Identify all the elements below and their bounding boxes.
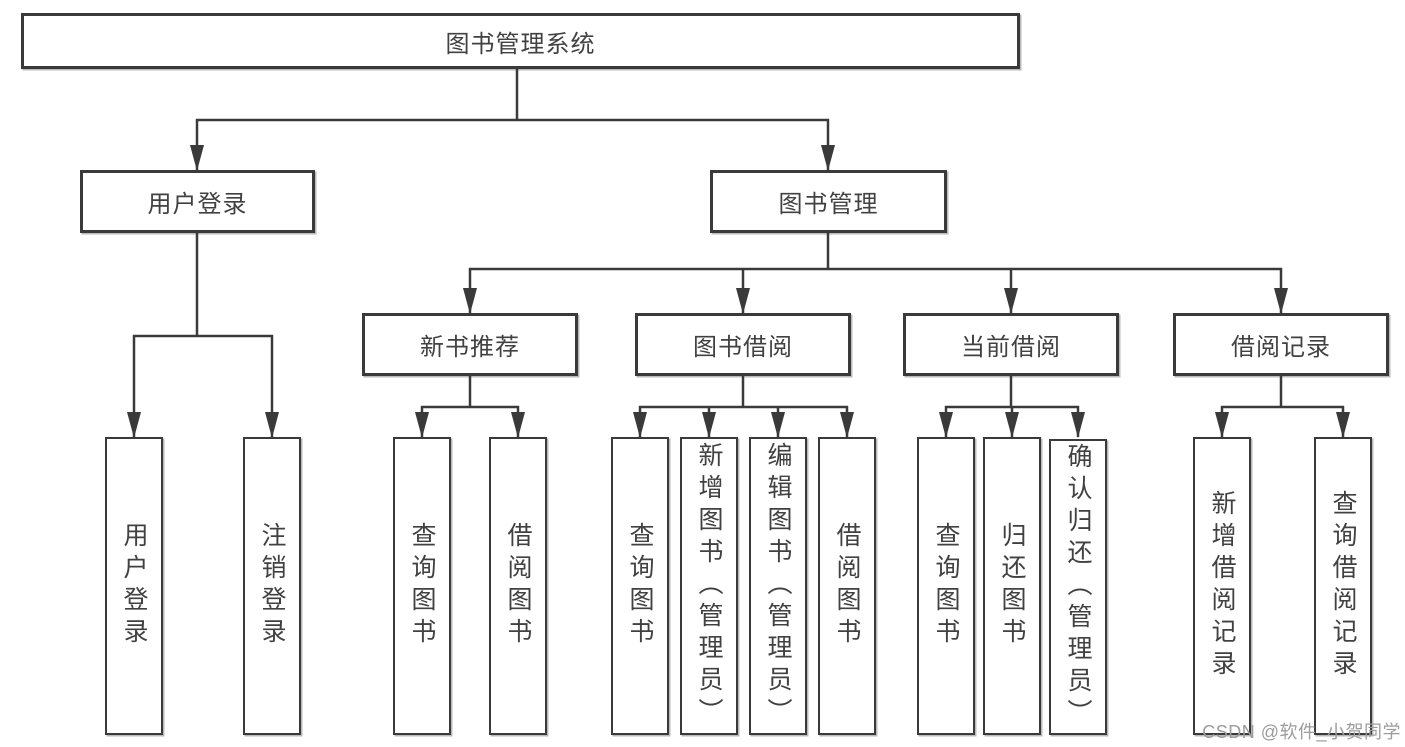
- node-label: 用户登录: [120, 522, 148, 650]
- node-label: 确认归还（管理员）: [1064, 443, 1092, 731]
- node-leaf-query-books-borrowing: 查询图书: [611, 437, 669, 735]
- node-current-borrowing: 当前借阅: [903, 313, 1119, 376]
- connectors-book-management: [463, 233, 1288, 314]
- node-label: 查询图书: [626, 522, 654, 650]
- node-leaf-query-books-recommend: 查询图书: [393, 437, 451, 735]
- node-label: 用户登录: [147, 191, 248, 218]
- node-label: 借阅记录: [1231, 334, 1331, 361]
- node-borrowing-records: 借阅记录: [1173, 313, 1389, 376]
- node-leaf-query-books-current: 查询图书: [917, 437, 975, 735]
- node-label: 借阅图书: [833, 522, 861, 650]
- node-leaf-add-borrow-record: 新增借阅记录: [1193, 437, 1251, 735]
- node-new-book-recommend: 新书推荐: [362, 313, 578, 376]
- node-label: 借阅图书: [504, 522, 532, 650]
- node-leaf-confirm-return-admin: 确认归还（管理员）: [1049, 439, 1107, 735]
- node-label: 归还图书: [998, 522, 1026, 650]
- node-label: 注销登录: [258, 522, 286, 650]
- node-label: 图书管理: [778, 191, 879, 218]
- node-label: 图书借阅: [693, 334, 793, 361]
- node-label: 查询图书: [408, 522, 436, 650]
- csdn-watermark: CSDN @软件_小贺同学: [1202, 722, 1401, 742]
- node-label: 新书推荐: [420, 334, 520, 361]
- node-book-borrowing: 图书借阅: [635, 313, 851, 376]
- node-leaf-return-book: 归还图书: [983, 437, 1041, 735]
- node-user-login: 用户登录: [80, 170, 315, 233]
- node-leaf-query-borrow-record: 查询借阅记录: [1314, 437, 1372, 735]
- connectors-book-borrowing: [633, 376, 854, 438]
- node-leaf-borrow-books-recommend: 借阅图书: [489, 437, 547, 735]
- connectors-root: [190, 69, 835, 171]
- node-label: 查询图书: [932, 522, 960, 650]
- node-label: 查询借阅记录: [1329, 490, 1357, 682]
- node-leaf-logout: 注销登录: [243, 437, 301, 735]
- node-leaf-add-book-admin: 新增图书（管理员）: [680, 437, 738, 735]
- connectors-user-login: [127, 233, 279, 438]
- node-label: 图书管理系统: [445, 30, 596, 58]
- node-label: 编辑图书（管理员）: [764, 442, 792, 730]
- node-label: 新增图书（管理员）: [695, 442, 723, 730]
- node-book-management: 图书管理: [710, 170, 947, 233]
- connectors-borrowing-records: [1215, 376, 1350, 438]
- node-label: 新增借阅记录: [1208, 490, 1236, 682]
- node-leaf-borrow-book-borrowing: 借阅图书: [818, 437, 876, 735]
- node-leaf-edit-book-admin: 编辑图书（管理员）: [749, 437, 807, 735]
- node-library-system: 图书管理系统: [21, 13, 1020, 69]
- node-leaf-user-login: 用户登录: [105, 437, 163, 735]
- connectors-new-book-recommend: [415, 376, 525, 438]
- connectors-current-borrowing: [939, 376, 1085, 438]
- node-label: 当前借阅: [961, 334, 1061, 361]
